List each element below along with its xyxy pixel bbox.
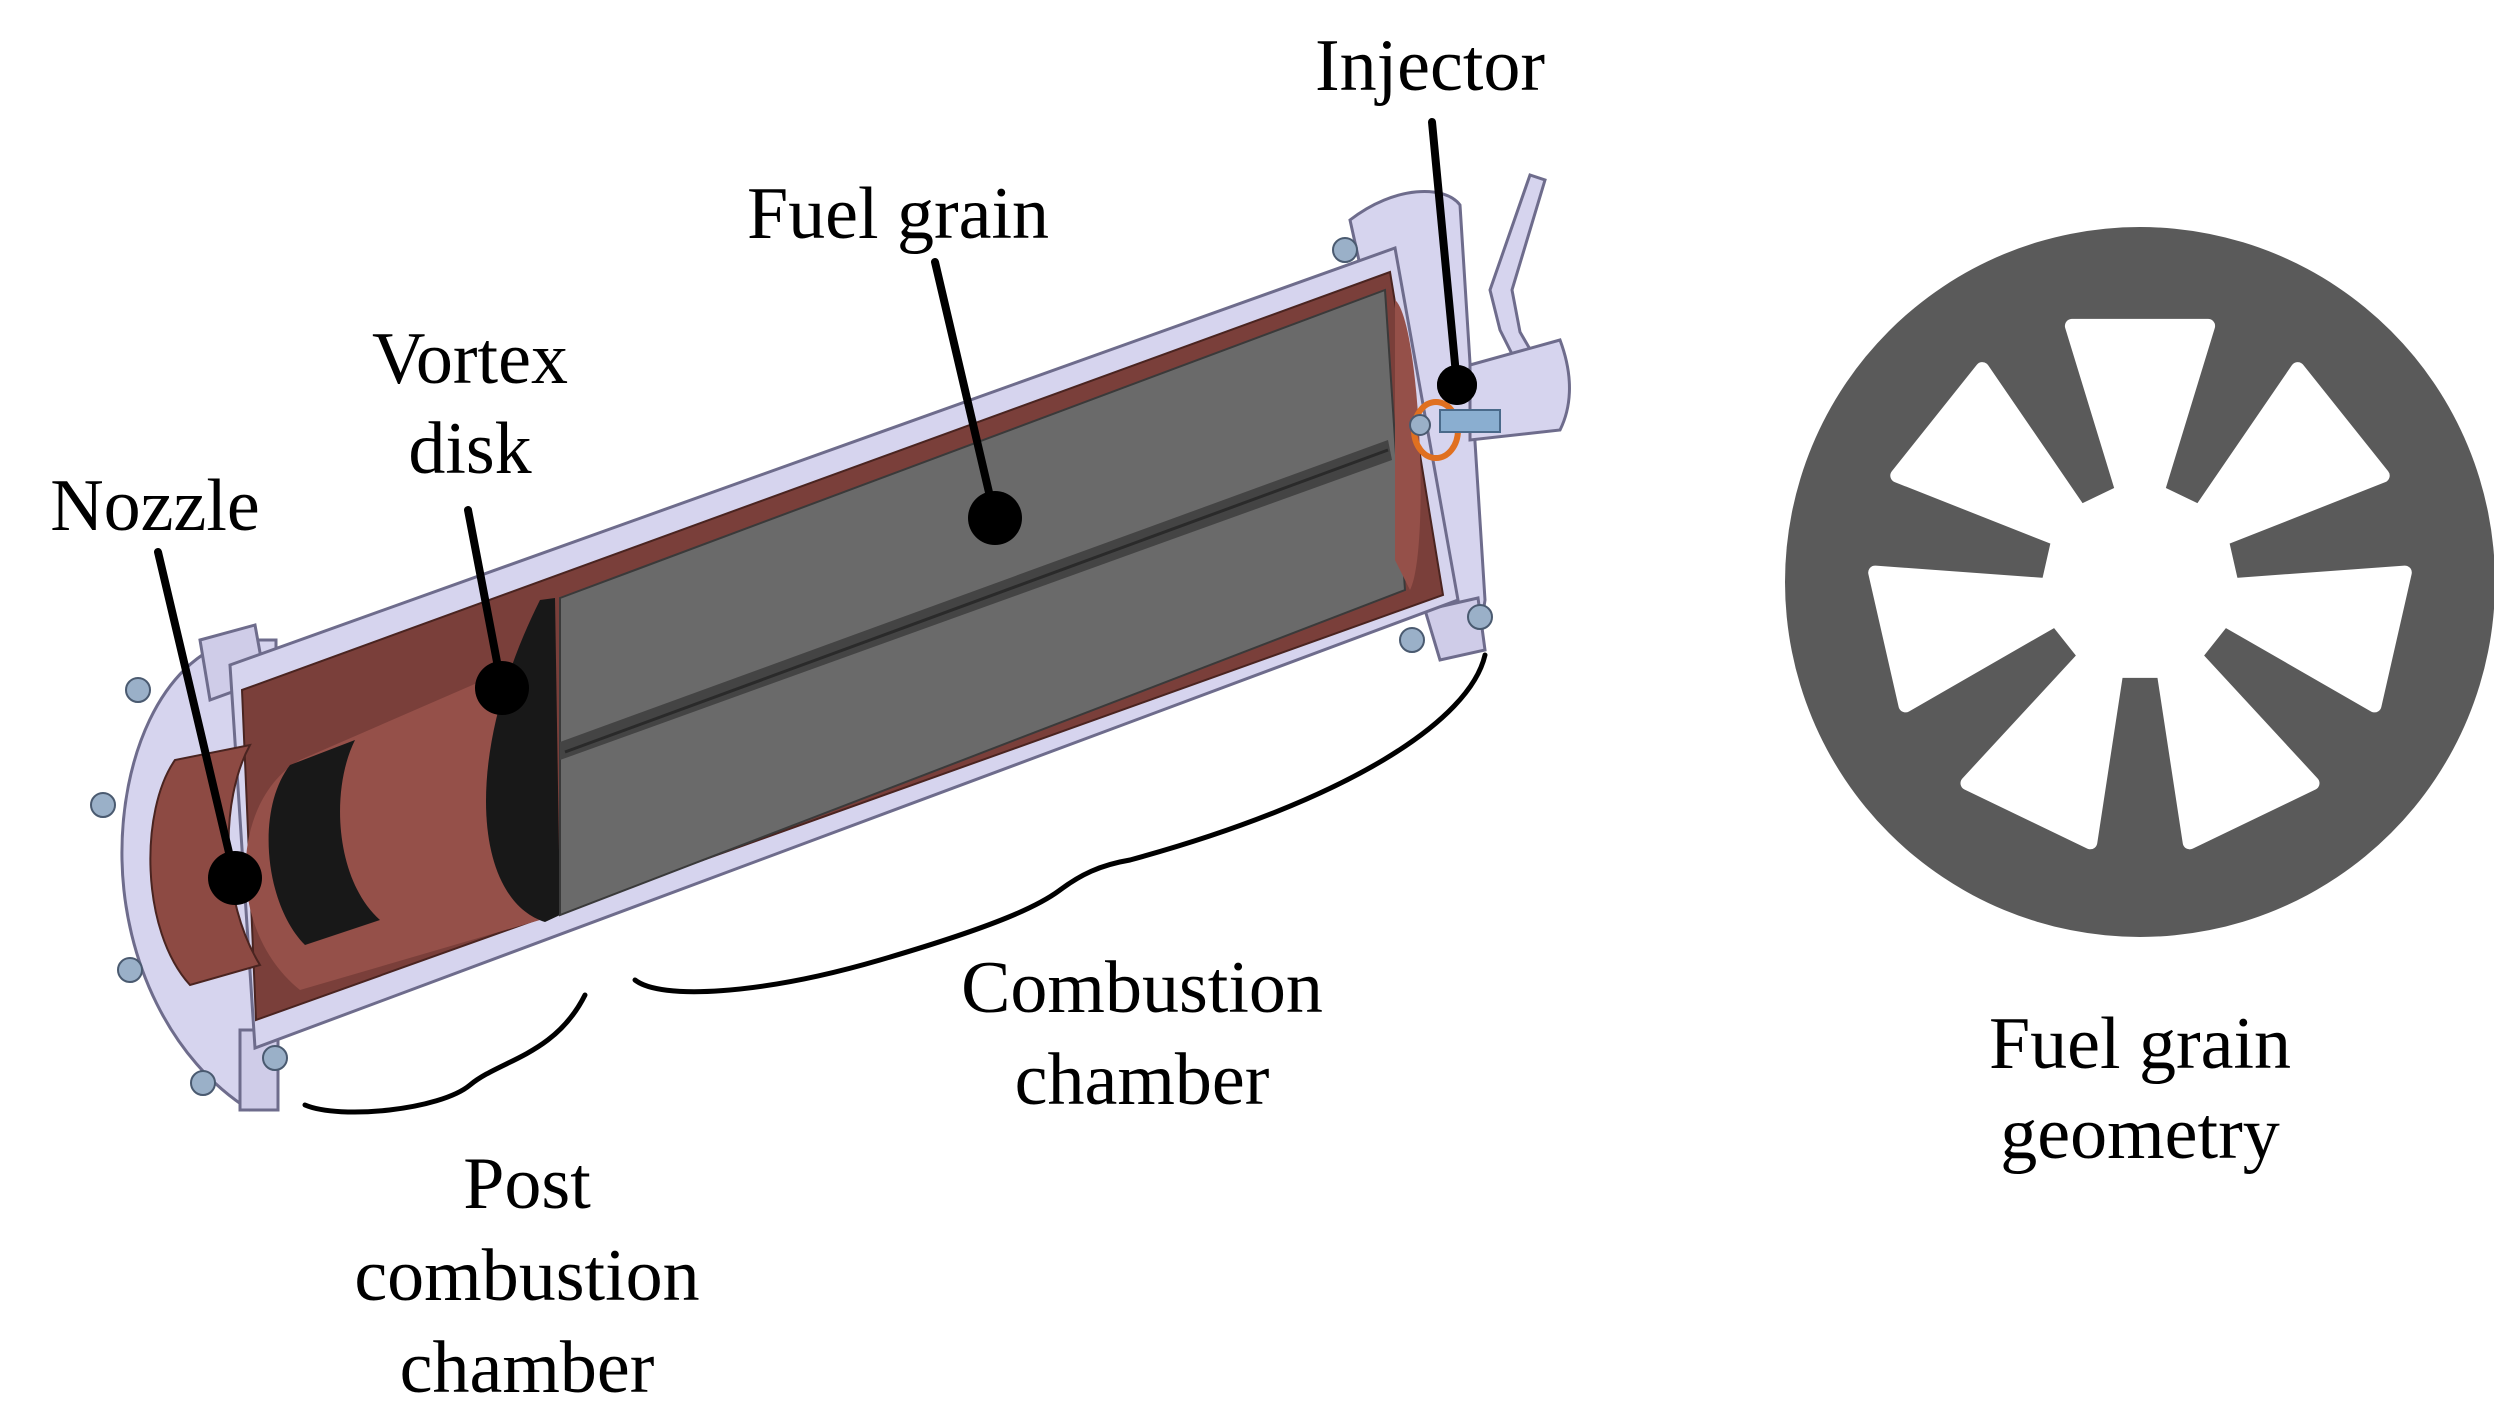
combustion-label-line1: Combustion xyxy=(961,947,1323,1029)
combustion-chamber-brace xyxy=(632,652,1488,995)
bolt xyxy=(90,792,116,818)
fuel-grain-label: Fuel grain xyxy=(747,173,1049,255)
fuel-grain-dot xyxy=(968,491,1022,545)
bolt xyxy=(1399,627,1425,653)
post-label-line1: Post xyxy=(463,1143,591,1225)
vortex-disk xyxy=(486,598,560,922)
nozzle-exit-cone xyxy=(149,743,262,987)
fuel-grain-geometry xyxy=(1785,227,2494,937)
nozzle-dot xyxy=(208,851,262,905)
fuel-grain-axis xyxy=(564,448,1389,754)
injector-label: Injector xyxy=(1315,25,1545,107)
vortex-disk-leader xyxy=(464,506,506,692)
grain-star-port xyxy=(1868,318,2412,850)
injector-leader xyxy=(1428,118,1461,389)
nozzle-label: Nozzle xyxy=(50,465,260,547)
grain-star-shape xyxy=(1868,318,2412,850)
flange-bolts xyxy=(90,237,1493,1096)
bolt xyxy=(125,677,151,703)
vortex-disk-dot xyxy=(475,661,529,715)
combustion-label-line2: chamber xyxy=(1015,1039,1270,1121)
geometry-label-line1: Fuel grain xyxy=(1989,1003,2291,1085)
callout-dots xyxy=(208,365,1477,905)
fuel-grain-leader xyxy=(931,258,999,522)
bolt xyxy=(262,1045,288,1071)
nozzle-leader xyxy=(154,548,239,882)
callouts xyxy=(154,118,1461,882)
geometry-label-line2: geometry xyxy=(2000,1093,2279,1175)
post-label-line3: chamber xyxy=(400,1327,655,1409)
injector-recess xyxy=(1395,300,1421,590)
post-label-line2: combustion xyxy=(354,1235,699,1317)
post-combustion-brace xyxy=(302,992,588,1115)
bolt xyxy=(1467,604,1493,630)
nozzle-body xyxy=(268,740,380,945)
vortex-label-line2: disk xyxy=(408,408,531,490)
bolt xyxy=(190,1070,216,1096)
bolt xyxy=(1332,237,1358,263)
bolt xyxy=(117,957,143,983)
vortex-label-line1: Vortex xyxy=(372,318,568,400)
injector-dot xyxy=(1437,365,1477,405)
bolt xyxy=(1409,414,1431,436)
injector-element xyxy=(1439,409,1501,433)
motor-cutaway xyxy=(90,173,1571,1112)
